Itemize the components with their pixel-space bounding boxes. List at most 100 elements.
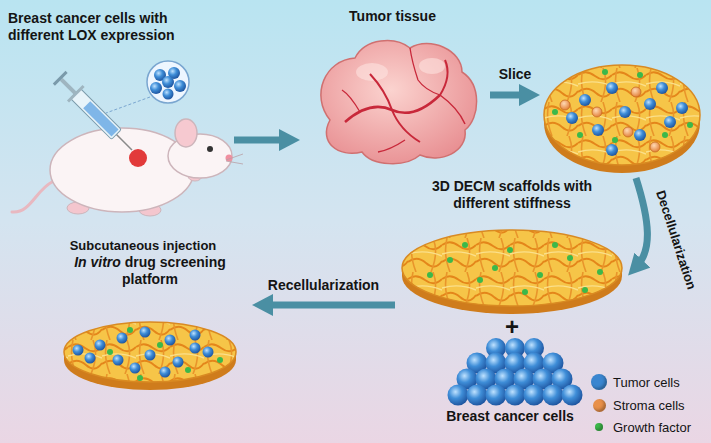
cell-cluster-panel: Breast cancer cells [435, 342, 587, 430]
decm-scaffold-part [462, 242, 468, 248]
cell-cluster [448, 338, 583, 406]
text-slot: In vitro drug screening platform [60, 254, 240, 288]
tumor-figure-part [440, 60, 448, 95]
tissue-slice-part [560, 100, 570, 110]
syringe-part [116, 134, 132, 150]
cell-cluster-part [448, 385, 469, 406]
screening-platform-part [130, 363, 141, 374]
screening-platform-part [95, 340, 106, 351]
cell-cluster-part [543, 385, 564, 406]
process-arrow [265, 302, 395, 309]
screening-platform-part [203, 347, 214, 358]
screening-platform [64, 322, 236, 390]
text-slot: Tumor tissue [300, 8, 485, 25]
tissue-slice-part [664, 116, 676, 128]
heading-text: Breast cancer cells with different LOX e… [8, 10, 218, 44]
screening-platform-part [113, 355, 124, 366]
syringe-part [83, 101, 118, 136]
caption-text: In vitro drug screening platform [60, 254, 240, 288]
screening-platform-part [140, 327, 151, 338]
decm-scaffold-part [492, 265, 498, 271]
plain-term: drug screening platform [121, 254, 226, 287]
mouse-figure [12, 119, 243, 216]
text-slot: Breast cancer cells with different LOX e… [8, 10, 218, 44]
mouse-panel: Breast cancer cells with different LOX e… [6, 8, 234, 264]
legend-swatch [593, 399, 606, 412]
tissue-slice-part [687, 122, 693, 128]
decm-scaffold-part [567, 255, 573, 261]
cell-inset-part [150, 82, 162, 94]
cell-inset-part [163, 89, 174, 100]
legend-text: Tumor cells [613, 375, 680, 390]
tissue-slice [544, 65, 700, 173]
step-label: Decellularization [653, 188, 700, 291]
decm-scaffold-part [507, 247, 513, 253]
tumor-figure-part [410, 48, 440, 95]
screening-platform-part [165, 335, 176, 346]
screening-platform-part [85, 353, 96, 364]
decm-scaffold [402, 230, 622, 314]
tissue-slice-part [544, 65, 700, 165]
mouse-figure-part [175, 119, 197, 147]
mouse-figure-part [226, 154, 243, 160]
tissue-slice-part [552, 109, 558, 115]
tissue-slice-part [579, 94, 591, 106]
syringe [51, 69, 139, 157]
mouse-figure-part [226, 161, 243, 164]
mouse-figure-part [50, 128, 194, 212]
tissue-slice-part [631, 87, 641, 97]
legend-item: Tumor cells [590, 373, 680, 391]
legend-item: Growth factor [590, 418, 691, 436]
tumor-figure-part [419, 58, 445, 74]
tissue-slice-part [592, 124, 604, 136]
text-slot: Subcutaneous injection [54, 238, 232, 254]
decm-scaffold-part [597, 269, 603, 275]
tissue-slice-part [637, 72, 643, 78]
cell-cluster-part [524, 385, 545, 406]
screening-platform-part [64, 322, 236, 382]
screening-platform-part [107, 349, 113, 355]
connector-group [234, 140, 395, 305]
screening-platform-part [190, 330, 201, 341]
tissue-slice-part [612, 137, 618, 143]
tumor-figure [321, 41, 477, 164]
screening-platform-part [217, 357, 223, 363]
slice-arrow [490, 92, 527, 99]
decm-scaffold-part [582, 287, 588, 293]
screening-platform-part [190, 343, 201, 354]
syringe-part [70, 88, 121, 139]
screening-platform-part [173, 357, 184, 368]
tissue-slice-part [602, 69, 608, 75]
cell-inset [106, 61, 189, 113]
tissue-slice-part [592, 107, 602, 117]
decellularization-arrow [636, 178, 647, 266]
caption-text: Breast cancer cells [435, 408, 585, 425]
step-label: Slice [499, 66, 532, 83]
mouse-figure-part [12, 182, 52, 212]
decm-scaffold-part [552, 242, 558, 248]
legend-text: Growth factor [613, 420, 691, 435]
syringe-part [53, 71, 68, 86]
tumor-figure-part [342, 90, 360, 112]
cell-inset-part [106, 97, 150, 113]
decm-scaffold-part [537, 272, 543, 278]
label-slot: + [505, 313, 519, 342]
legend-swatch-box [590, 373, 608, 391]
decm-scaffold-part [447, 257, 453, 263]
legend-swatch-box [590, 396, 608, 414]
legend-item: Stroma cells [590, 396, 685, 414]
tumor-figure-part [378, 140, 405, 152]
cell-inset-part [147, 61, 189, 103]
tissue-slice-part [606, 144, 618, 156]
syringe-part [60, 78, 77, 95]
edge-label-slot: Recellularization [268, 277, 379, 294]
platform-panel: In vitro drug screening platform [48, 250, 252, 400]
screening-platform-part [117, 333, 128, 344]
mouse-figure-part [207, 146, 213, 152]
decm-scaffold-part [522, 289, 528, 295]
tissue-slice-part [676, 102, 688, 114]
screening-platform-part [73, 345, 84, 356]
tissue-slice-part [644, 98, 656, 110]
